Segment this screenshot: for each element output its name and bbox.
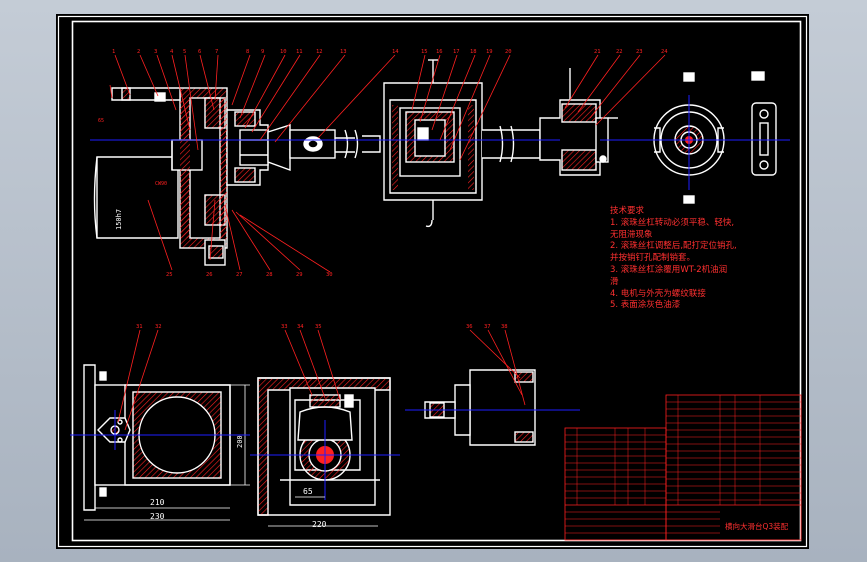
dim-dia-150: 150h7: [115, 208, 123, 230]
svg-text:65: 65: [98, 118, 104, 124]
dim-210: 210: [150, 498, 165, 507]
dims-bottom-middle: [257, 420, 378, 527]
tech-req-title: 技术要求: [610, 206, 645, 216]
drawing-number: 横向大滑台Q3装配: [725, 522, 789, 531]
svg-text:35: 35: [315, 324, 322, 330]
svg-text:1: 1: [112, 49, 115, 55]
svg-text:2: 2: [137, 49, 140, 55]
parts-list-cols: [576, 395, 761, 505]
svg-text:23: 23: [636, 49, 643, 55]
svg-text:28: 28: [266, 272, 273, 278]
svg-text:33: 33: [281, 324, 288, 330]
svg-text:9: 9: [261, 49, 264, 55]
svg-text:7: 7: [215, 49, 218, 55]
svg-text:21: 21: [594, 49, 601, 55]
motor-body: [96, 156, 179, 239]
svg-text:24: 24: [661, 49, 668, 55]
leader-lines-top: [109, 54, 666, 273]
svg-text:32: 32: [155, 324, 162, 330]
dim-65: 65: [303, 487, 313, 496]
svg-text:38: 38: [501, 324, 508, 330]
parts-list-rows: [565, 401, 801, 534]
svg-text:14: 14: [392, 49, 399, 55]
centerlines-top: [90, 95, 790, 190]
svg-text:25: 25: [166, 272, 173, 278]
leader-lines-bottom-right: [469, 329, 526, 406]
svg-text:37: 37: [484, 324, 491, 330]
centerlines-bottom-left: [70, 410, 250, 450]
coupling: [289, 129, 336, 159]
tech-req-line-4: 并按销钉孔配制销套。: [610, 253, 696, 264]
svg-text:17: 17: [453, 49, 460, 55]
svg-text:3: 3: [154, 49, 157, 55]
svg-text:6: 6: [198, 49, 201, 55]
svg-text:5: 5: [183, 49, 186, 55]
tech-req-line-6: 滑: [610, 276, 619, 287]
leader-lines-bottom-left: [117, 329, 159, 431]
svg-text:13: 13: [340, 49, 347, 55]
technical-requirements: 技术要求 1. 滚珠丝杠转动必须平稳、轻快, 无阻滞现象 2. 滚珠丝杠调整后,…: [610, 206, 770, 312]
tech-req-line-5: 3. 滚珠丝杠涂覆用WT-2机油润: [610, 264, 728, 275]
leader-lines-bottom-middle: [284, 329, 341, 401]
tech-req-line-7: 4. 电机与外壳为螺纹联接: [610, 288, 706, 299]
svg-text:31: 31: [136, 324, 143, 330]
svg-text:4: 4: [170, 49, 174, 55]
svg-text:10: 10: [280, 49, 287, 55]
svg-text:26: 26: [206, 272, 213, 278]
svg-text:22: 22: [616, 49, 623, 55]
svg-text:36: 36: [466, 324, 473, 330]
outer-frame: [57, 15, 808, 548]
svg-text:27: 27: [236, 272, 243, 278]
centerlines-bottom-middle: [250, 420, 400, 500]
svg-text:8: 8: [246, 49, 249, 55]
tech-req-line-1: 1. 滚珠丝杠转动必须平稳、轻快,: [610, 217, 735, 228]
svg-text:30: 30: [326, 272, 333, 278]
svg-text:16: 16: [436, 49, 443, 55]
tech-req-line-8: 5. 表面涂灰色油漆: [610, 300, 681, 311]
dim-220: 220: [312, 520, 327, 529]
svg-text:29: 29: [296, 272, 303, 278]
ball-screw: [362, 135, 381, 153]
svg-text:15: 15: [421, 49, 428, 55]
hatch-section-left: [180, 98, 474, 238]
inner-frame: [71, 20, 802, 542]
svg-text:20: 20: [505, 49, 512, 55]
svg-text:34: 34: [297, 324, 304, 330]
svg-text:12: 12: [316, 49, 323, 55]
tech-req-line-3: 2. 滚珠丝杠调整后,配打定位销孔,: [610, 241, 737, 252]
dims-bottom-left: [84, 384, 250, 521]
svg-text:CW90: CW90: [155, 181, 167, 187]
svg-text:11: 11: [296, 49, 303, 55]
tech-req-line-2: 无阻滞现象: [610, 229, 653, 240]
svg-text:18: 18: [470, 49, 477, 55]
svg-text:19: 19: [486, 49, 493, 55]
dim-230: 230: [150, 512, 165, 521]
dim-200: 200: [236, 435, 244, 448]
bottom-middle-view: [257, 377, 391, 516]
